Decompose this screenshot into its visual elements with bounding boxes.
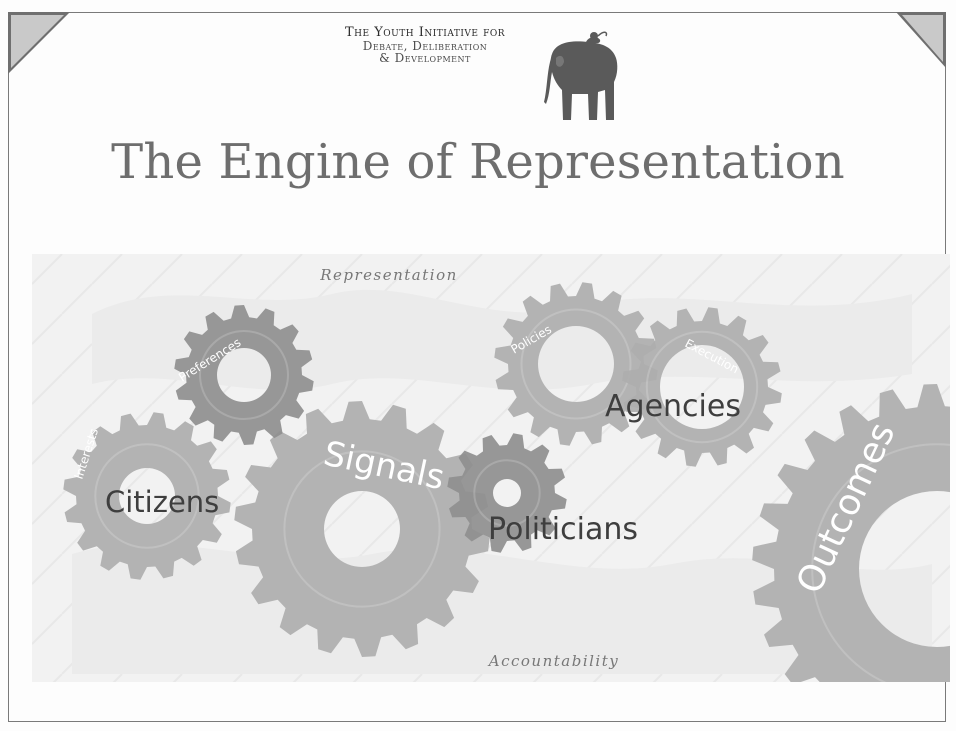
elephant-with-monkey-icon — [544, 31, 618, 121]
corner-fold-right-icon — [896, 12, 946, 68]
preferences-gear-ring — [199, 330, 289, 420]
policies-gear-body — [494, 282, 658, 446]
org-name-line-1: The Youth Initiative for — [344, 25, 506, 40]
execution-gear-ring — [645, 330, 759, 444]
outcomes-gear — [752, 384, 950, 682]
signals-gear-body — [234, 401, 490, 657]
policies-gear — [494, 282, 658, 446]
accountability-label: Accountability — [487, 652, 619, 670]
execution-gear-body — [622, 307, 782, 467]
engine-diagram: Representation Accountability Citizens P… — [32, 254, 950, 682]
org-name-line-2: Debate, Deliberation — [362, 38, 488, 53]
execution-gear — [622, 307, 782, 467]
citizens-gear — [63, 412, 231, 580]
corner-fold-left-icon — [8, 12, 70, 74]
politicians-gear-ring — [473, 459, 541, 527]
outcomes-gear-ring — [811, 443, 950, 682]
diagram-canvas: Representation Accountability Citizens P… — [32, 254, 950, 682]
preferences-gear — [174, 305, 314, 445]
politicians-gear — [447, 433, 567, 553]
citizens-gear-ring — [94, 443, 200, 549]
organization-name: The Youth Initiative for Debate, Deliber… — [300, 26, 550, 65]
citizens-label: Citizens — [105, 485, 219, 519]
politicians-gear-body — [447, 433, 567, 553]
representation-label: Representation — [319, 266, 458, 284]
agencies-label: Agencies — [605, 389, 741, 424]
signals-gear-ring — [283, 450, 441, 608]
signals-gear — [234, 401, 490, 657]
politicians-label: Politicians — [488, 512, 638, 547]
org-name-line-3: & Development — [379, 51, 471, 66]
slide-title: The Engine of Representation — [111, 134, 845, 190]
citizens-gear-body — [63, 412, 231, 580]
preferences-gear-body — [174, 305, 314, 445]
policies-gear-ring — [520, 308, 632, 420]
gears-group — [63, 282, 950, 682]
outcomes-gear-body — [752, 384, 950, 682]
